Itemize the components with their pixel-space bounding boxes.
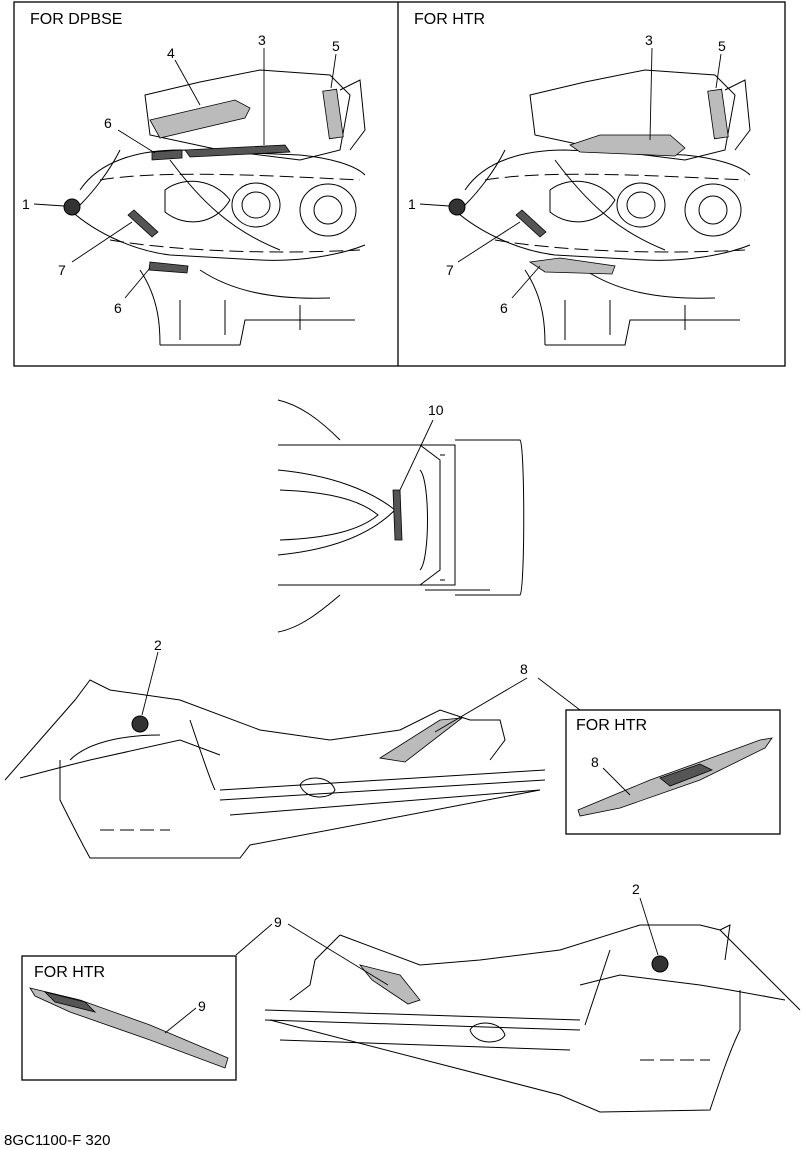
decal-9-side-right <box>358 964 421 1005</box>
hull-side-view-left <box>4 679 546 859</box>
callout-4: 4 <box>167 45 175 61</box>
hull-side-view-right <box>264 924 801 1113</box>
label-for-dpbse: FOR DPBSE <box>30 11 122 28</box>
diagram-code: 8GC1100-F 320 <box>4 1132 110 1149</box>
callout-10: 10 <box>428 402 444 418</box>
label-for-htr-top: FOR HTR <box>414 11 485 28</box>
callout-1-right: 1 <box>408 196 416 212</box>
decal-8-side-left <box>378 717 464 763</box>
decal-7-htr-strip <box>515 209 547 238</box>
decal-10-yamaha <box>392 489 403 541</box>
callout-6-right: 6 <box>500 300 508 316</box>
label-for-htr-inset-9: FOR HTR <box>34 964 105 981</box>
decal-5-label <box>322 88 344 140</box>
label-for-htr-inset-8: FOR HTR <box>576 717 647 734</box>
callout-9-top: 9 <box>274 914 282 930</box>
callout-1-left: 1 <box>22 196 30 212</box>
decal-7-strip <box>127 209 159 238</box>
callout-5-left: 5 <box>332 38 340 54</box>
decal-6-yamaha-lower <box>148 261 189 274</box>
decal-3-stripe <box>184 144 291 158</box>
callout-8-top: 8 <box>520 661 528 677</box>
callout-7-right: 7 <box>446 262 454 278</box>
decal-5-htr-label <box>707 88 729 140</box>
hull-top-view <box>277 399 525 633</box>
decal-6-yamaha-upper <box>151 149 183 161</box>
callout-8-inset: 8 <box>591 754 599 770</box>
decal-9-inset-mark <box>43 991 97 1013</box>
callout-3-right: 3 <box>645 32 653 48</box>
emblem-2-right <box>651 955 669 973</box>
decal-8-inset-mark <box>659 763 713 787</box>
callout-5-right: 5 <box>718 38 726 54</box>
callout-6-left-lower: 6 <box>114 300 122 316</box>
callout-7-left: 7 <box>58 262 66 278</box>
callout-9-inset: 9 <box>198 998 206 1014</box>
top-panel-frame <box>13 1 786 367</box>
decal-3-htr-graphic <box>569 134 686 157</box>
hull-front-right-view <box>449 69 751 346</box>
decal-4-graphic <box>149 99 251 139</box>
inset-8-frame <box>565 709 781 835</box>
inset-9-frame <box>21 955 237 1081</box>
hull-front-left-view <box>65 69 366 346</box>
callout-6-left-upper: 6 <box>104 115 112 131</box>
emblem-1-left <box>63 198 81 216</box>
emblem-2-left <box>131 715 149 733</box>
decal-6-htr-graphic <box>528 257 616 275</box>
callout-2-left: 2 <box>154 637 162 653</box>
callout-2-right: 2 <box>632 881 640 897</box>
callout-3-left: 3 <box>258 32 266 48</box>
emblem-1-right <box>448 198 466 216</box>
